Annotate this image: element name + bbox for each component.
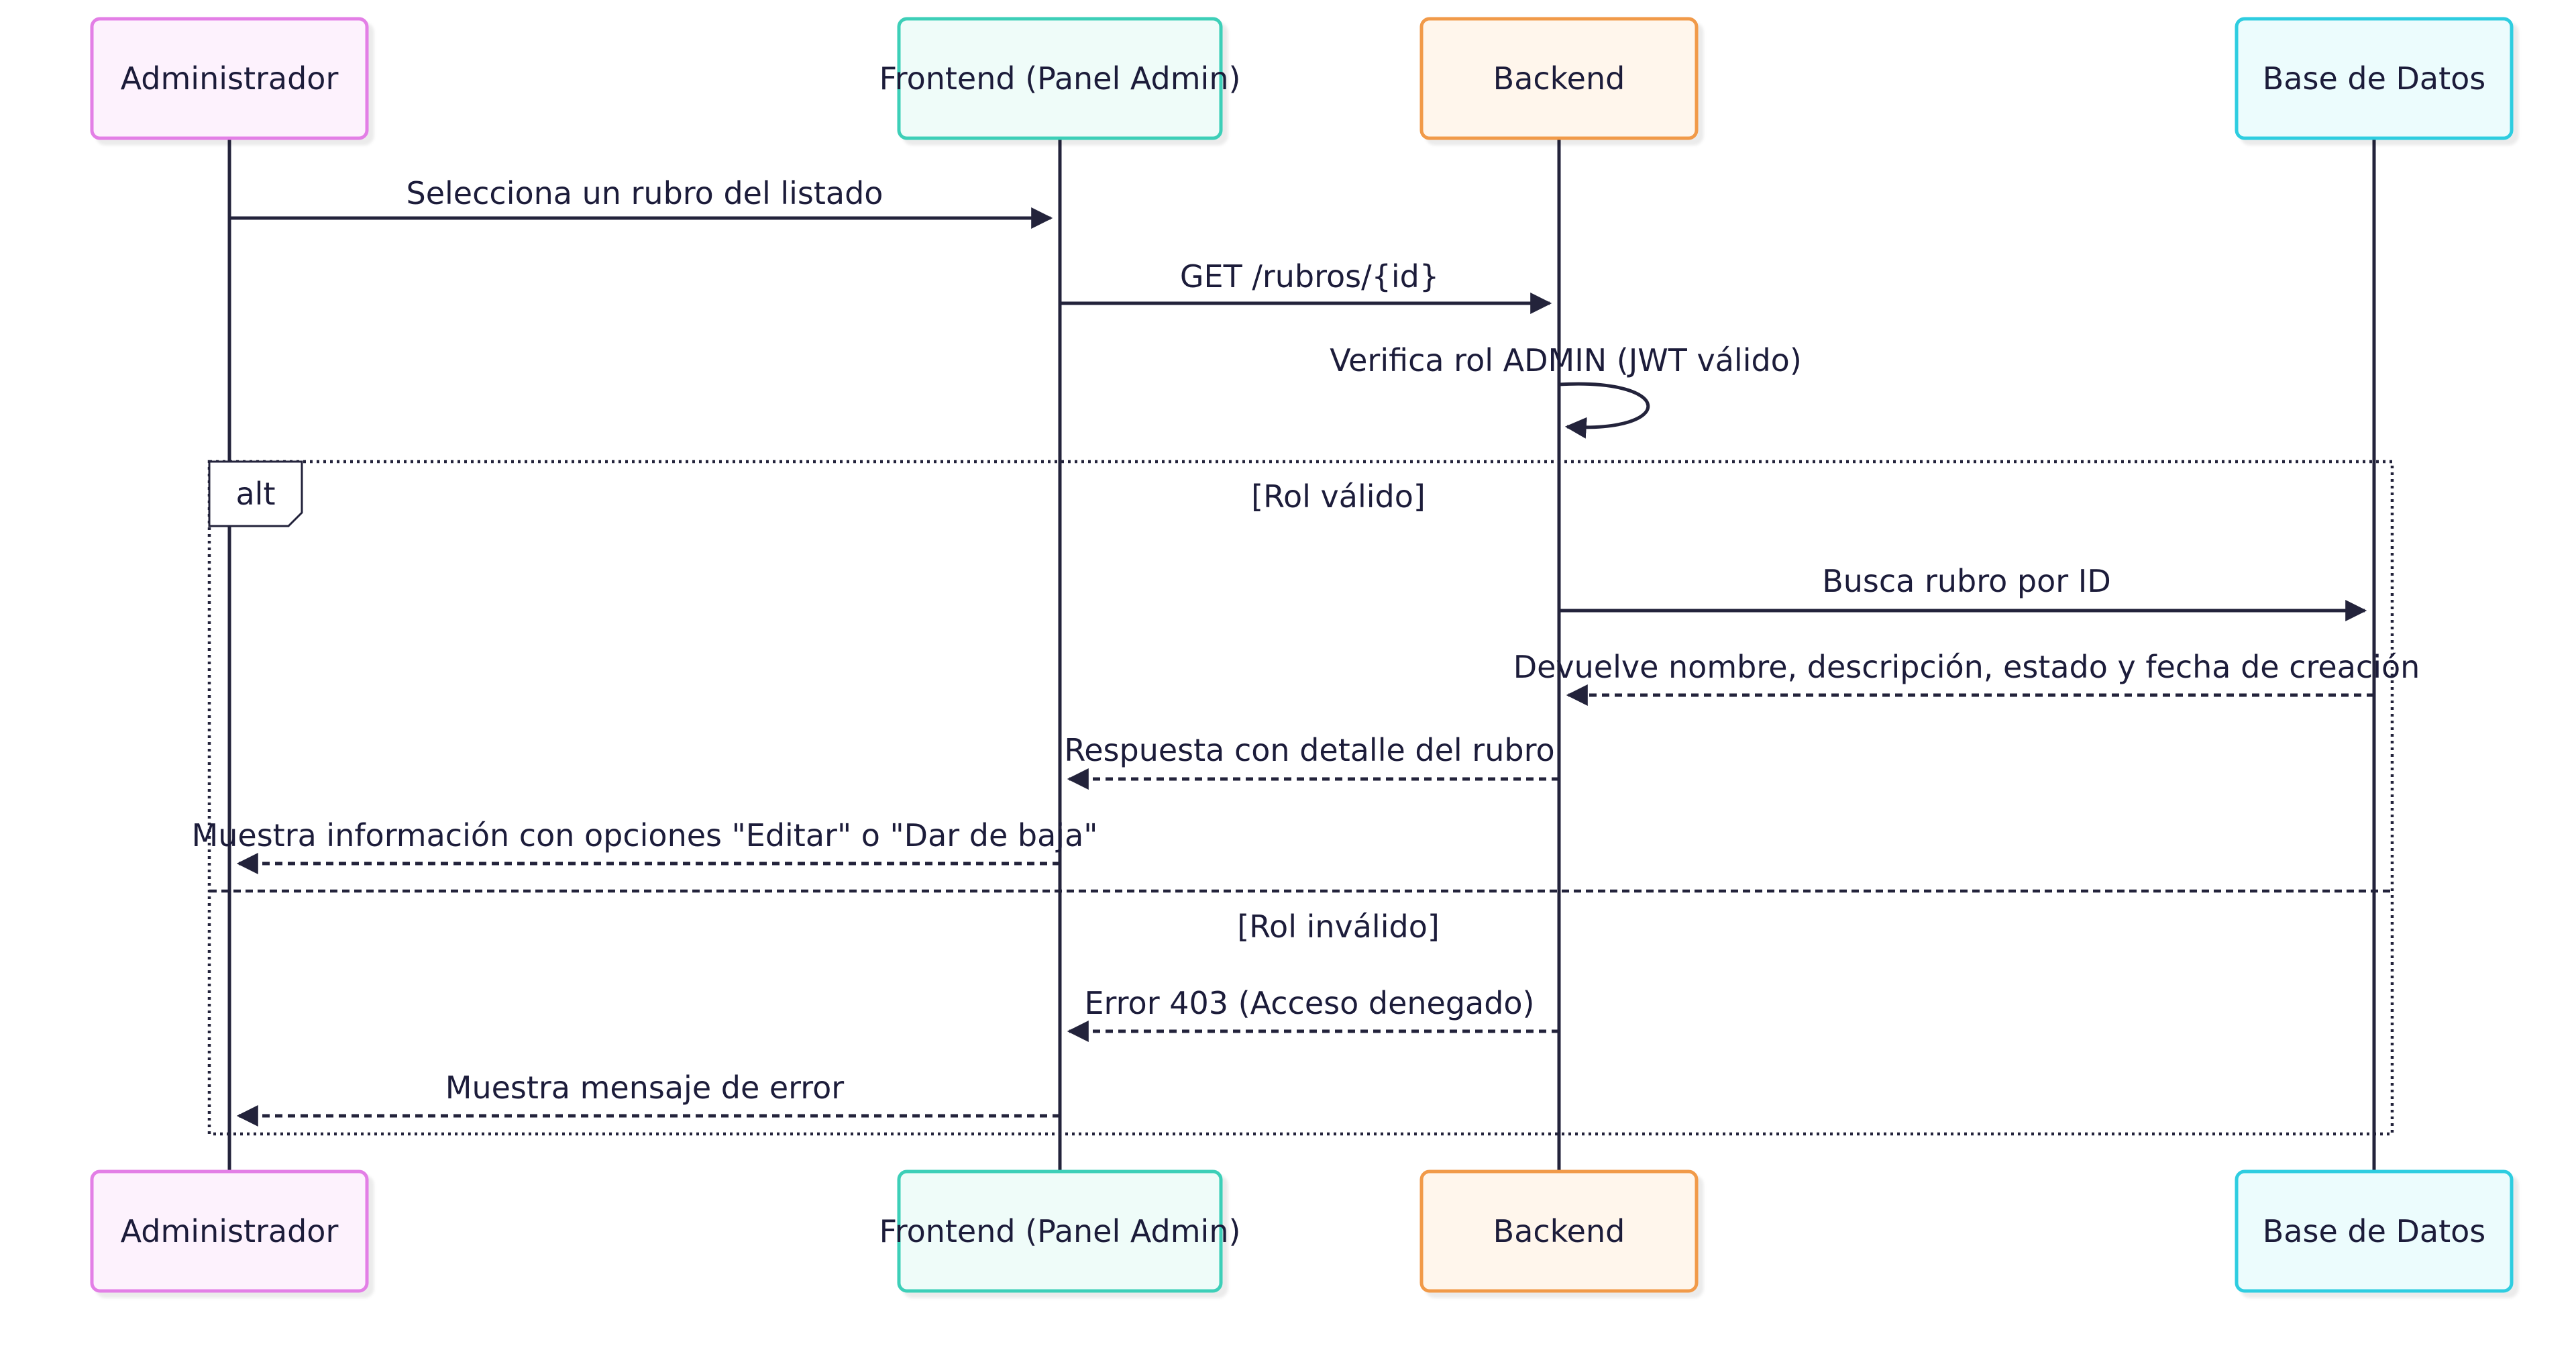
self-message-arrow: [1558, 382, 1650, 439]
message-4: Busca rubro por ID: [1559, 563, 2367, 621]
actor-box: [90, 17, 369, 140]
message-9: Muestra mensaje de error: [236, 1070, 1060, 1127]
actor-box: [1419, 1169, 1699, 1293]
alt-condition-2: [Rol inválido]: [1237, 908, 1440, 945]
message-label: Muestra mensaje de error: [445, 1070, 845, 1106]
actor-front-top: Frontend (Panel Admin): [879, 17, 1241, 140]
lifelines: [227, 138, 2376, 1172]
actor-label: Frontend (Panel Admin): [879, 1213, 1241, 1249]
actor-front-bottom: Frontend (Panel Admin): [879, 1169, 1241, 1293]
actor-db-bottom: Base de Datos: [2235, 1169, 2514, 1293]
message-3: Verifica rol ADMIN (JWT válido): [1330, 342, 1802, 439]
alt-frame: alt [Rol válido] [Rol inválido]: [207, 460, 2394, 1136]
actor-back-bottom: Backend: [1419, 1169, 1699, 1293]
actor-box: [897, 1169, 1223, 1293]
actor-label: Administrador: [121, 60, 339, 97]
message-label: Verifica rol ADMIN (JWT válido): [1330, 342, 1802, 378]
message-8: Error 403 (Acceso denegado): [1067, 985, 1559, 1042]
actor-label: Base de Datos: [2263, 1213, 2486, 1249]
actor-box: [2235, 1169, 2514, 1293]
actor-db-top: Base de Datos: [2235, 17, 2514, 140]
actor-box: [90, 1169, 369, 1293]
message-label: Error 403 (Acceso denegado): [1084, 985, 1534, 1021]
actor-box: [897, 17, 1223, 140]
actor-box: [2235, 17, 2514, 140]
actor-admin-bottom: Administrador: [90, 1169, 369, 1293]
alt-keyword: alt: [235, 476, 275, 512]
actor-label: Base de Datos: [2263, 60, 2486, 97]
actor-back-top: Backend: [1419, 17, 1699, 140]
actor-label: Frontend (Panel Admin): [879, 60, 1241, 97]
message-label: GET /rubros/{id}: [1180, 258, 1439, 295]
message-label: Busca rubro por ID: [1822, 563, 2111, 599]
actors-top: Administrador Frontend (Panel Admin) Backe…: [90, 17, 2514, 140]
message-label: Devuelve nombre, descripción, estado y f…: [1513, 649, 2420, 685]
actor-admin-top: Administrador: [90, 17, 369, 140]
message-6: Respuesta con detalle del rubro: [1064, 732, 1559, 790]
alt-condition-1: [Rol válido]: [1251, 478, 1426, 515]
actor-label: Backend: [1493, 1213, 1625, 1249]
alt-frame-border: [207, 460, 2394, 1136]
actor-box: [1419, 17, 1699, 140]
message-5: Devuelve nombre, descripción, estado y f…: [1513, 649, 2420, 706]
message-7: Muestra información con opciones "Editar…: [192, 817, 1098, 874]
message-1: Selecciona un rubro del listado: [229, 175, 1053, 229]
actors-bottom: Administrador Frontend (Panel Admin) Backe…: [90, 1169, 2514, 1293]
alt-frame-tab: [208, 460, 303, 527]
actor-label: Backend: [1493, 60, 1625, 97]
message-label: Selecciona un rubro del listado: [407, 175, 883, 211]
message-label: Muestra información con opciones "Editar…: [192, 817, 1098, 853]
actor-label: Administrador: [121, 1213, 339, 1249]
message-label: Respuesta con detalle del rubro: [1064, 732, 1554, 768]
message-2: GET /rubros/{id}: [1060, 258, 1552, 314]
